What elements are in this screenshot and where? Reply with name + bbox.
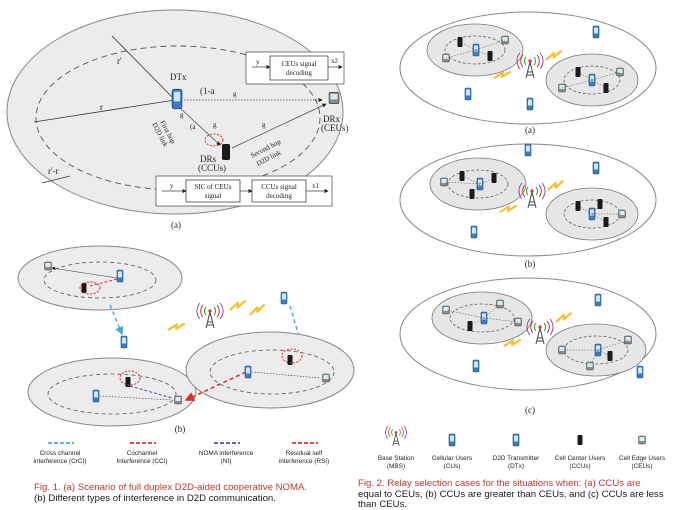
r-inner-label: r <box>100 102 103 112</box>
legend-dtx-2: (DTx) <box>508 463 524 470</box>
fig2-panel-c: (c) <box>399 277 657 415</box>
fig1b-sublabel: (b) <box>175 424 186 434</box>
cell-center-user-icon <box>125 377 131 387</box>
legend-cu-1: Cellular Users <box>432 455 472 462</box>
drx-sub-label: (CEUs) <box>321 123 349 133</box>
phone-icon <box>594 293 602 307</box>
legend-ccu-2: (CCUs) <box>569 463 590 470</box>
fig2b-sublabel: (b) <box>525 259 536 269</box>
legend-cci-1: Cochannel <box>127 450 158 457</box>
ccus-line1: CCUs signal <box>261 183 297 191</box>
dtx-label: DTx <box>170 72 187 82</box>
legend-dtx-1: D2D Transmitter <box>493 455 540 462</box>
fig2-panel-a: (a) <box>399 11 657 135</box>
g2-label: g <box>180 111 184 119</box>
cell-right <box>185 331 355 409</box>
y-bot: y <box>170 182 174 190</box>
legend-ceu-2: (CEUs) <box>632 463 653 470</box>
phone-icon <box>592 25 600 39</box>
gsi-label: g <box>213 121 217 129</box>
cell-center-user-icon <box>577 435 583 445</box>
drx-label: DRx <box>323 114 341 124</box>
legend-ccu-1: Cell Center Users <box>555 455 605 462</box>
phone-icon <box>116 269 124 283</box>
cell-center-user-icon <box>287 355 293 365</box>
sic-line1: SIC of CEUs <box>195 183 232 191</box>
phone-icon <box>464 87 472 101</box>
base-station-icon <box>385 425 407 447</box>
alpha2-label: (a <box>190 123 196 131</box>
fig1-caption-line1: Fig. 1. (a) Scenario of full duplex D2D-… <box>34 482 308 493</box>
cell-edge-user-icon <box>638 435 646 445</box>
cell-top-left <box>17 245 183 311</box>
drs-label: DRs <box>200 154 217 164</box>
cell-edge-user-icon <box>322 373 330 383</box>
drs-phone-icon <box>222 144 230 160</box>
fig1a-diagram: r' r r'-r DTx DRx (CEUs) DRs (CCUs) (1-a… <box>6 9 349 230</box>
phone-icon <box>636 365 644 379</box>
legend-mbs-1: Base Station <box>378 455 415 462</box>
g3-label: g <box>262 121 266 129</box>
cell-edge-user-icon <box>174 395 182 405</box>
legend-ceu-1: Cell Edge Users <box>619 455 665 462</box>
phone-icon <box>472 359 480 373</box>
legend-ni-2: (NI) <box>221 458 232 465</box>
ceus-box-line2: decoding <box>286 69 312 77</box>
r-diff-label: r'-r <box>48 166 59 176</box>
legend-mbs-2: (MBS) <box>387 463 405 470</box>
alpha-label: (1-a <box>200 86 215 96</box>
phone-icon <box>92 389 100 403</box>
fig1-caption-line2: (b) Different types of interference in D… <box>34 492 276 504</box>
y-top: y <box>256 58 260 66</box>
fig2-caption: Fig. 2. Relay selection cases for the si… <box>358 479 690 510</box>
fig2-caption-line1: Fig. 2. Relay selection cases for the si… <box>358 479 641 489</box>
fig2-caption-line3: than CEUs. <box>358 499 408 510</box>
base-station-icon <box>196 302 224 329</box>
legend-cci-2: Interference (CCI) <box>116 458 167 465</box>
drx-phone-icon <box>328 91 340 105</box>
legend-crci-1: Cross channel <box>40 450 81 457</box>
fig2c-sublabel: (c) <box>525 405 535 415</box>
fig1b-diagram: (b) <box>17 245 355 434</box>
g1-label: g <box>233 90 237 98</box>
legend-cu-2: (CUs) <box>444 463 461 470</box>
fig1a-sublabel: (a) <box>171 220 181 230</box>
legend-rsi-2: interference (RSI) <box>279 458 329 465</box>
phone-icon <box>524 143 532 157</box>
cell-edge-user-icon <box>44 261 52 271</box>
fig2-caption-line2: equal to CEUs, (b) CCUs are greater than… <box>358 488 664 500</box>
fig2-legend: Base Station (MBS) Cellular Users (CUs) … <box>378 425 665 470</box>
legend-rsi-1: Residual self <box>286 450 323 457</box>
fig2a-sublabel: (a) <box>525 125 535 135</box>
fig2-panel-b: (b) <box>399 143 657 269</box>
sic-line2: signal <box>205 192 222 200</box>
legend-ni-1: NOMA interference <box>199 450 254 457</box>
d2d-transmitter-icon <box>512 433 520 447</box>
phone-icon <box>120 335 128 349</box>
x-bot: x1 <box>312 182 320 190</box>
drs-sub-label: (CCUs) <box>198 163 226 173</box>
rsi-loop <box>204 133 224 147</box>
r-outer-label: r' <box>117 56 122 66</box>
cell-bottom-left <box>27 357 197 427</box>
legend-crci-2: interference (CrCI) <box>34 458 87 465</box>
phone-icon <box>526 97 534 111</box>
ceus-box-line1: CEUs signal <box>281 60 316 68</box>
dtx-phone-icon <box>171 88 183 110</box>
fig1-legend: Cross channel interference (CrCI) Cochan… <box>34 442 329 465</box>
x-top: x2 <box>331 57 339 65</box>
phone-icon <box>280 291 288 305</box>
phone-icon <box>448 433 456 447</box>
phone-icon <box>470 225 478 239</box>
ceus-decoding-box <box>269 55 329 81</box>
fig1-caption: Fig. 1. (a) Scenario of full duplex D2D-… <box>34 482 364 504</box>
phone-icon <box>592 161 600 175</box>
ccus-line2: decoding <box>266 192 292 200</box>
